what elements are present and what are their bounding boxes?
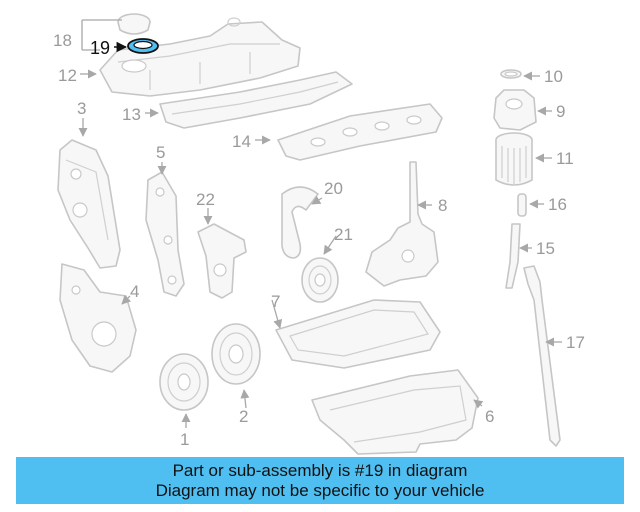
callout-22[interactable]: 22: [196, 190, 215, 209]
callout-17[interactable]: 17: [566, 333, 585, 352]
callout-10[interactable]: 10: [544, 67, 563, 86]
part-3-timing-cover[interactable]: [57, 139, 121, 269]
part-9-filter-housing[interactable]: [493, 89, 537, 131]
part-10-o-ring[interactable]: [500, 69, 522, 79]
leader-2: [240, 389, 250, 409]
part-7-oil-pan-gasket[interactable]: [275, 299, 441, 369]
part-8-oil-pump[interactable]: [365, 161, 439, 287]
callout-20[interactable]: 20: [324, 179, 343, 198]
part-14-manifold-gasket[interactable]: [277, 103, 443, 161]
callout-7[interactable]: 7: [271, 292, 280, 311]
banner-line-disclaimer: Diagram may not be specific to your vehi…: [155, 480, 485, 500]
callout-4[interactable]: 4: [130, 282, 139, 301]
callout-18[interactable]: 18: [53, 31, 72, 50]
callout-15[interactable]: 15: [536, 239, 555, 258]
callout-1[interactable]: 1: [180, 430, 189, 449]
callout-8[interactable]: 8: [438, 196, 447, 215]
part-2-crank-pulley[interactable]: [211, 323, 261, 385]
callout-9[interactable]: 9: [556, 102, 565, 121]
leader-20: [311, 195, 323, 205]
banner-line-part-note: Part or sub-assembly is #19 in diagram: [172, 460, 468, 480]
part-22-idler-assembly[interactable]: [197, 223, 247, 299]
callout-2[interactable]: 2: [239, 407, 248, 426]
part-12-valve-cover[interactable]: [99, 17, 301, 97]
part-16-dipstick-seal[interactable]: [517, 193, 527, 217]
part-13-valve-cover-gasket[interactable]: [159, 71, 353, 129]
callout-labels: 18 19 12 13 14 3 4 5 22 20 21 7 8 6 2 1 …: [53, 31, 585, 449]
callout-5[interactable]: 5: [156, 143, 165, 162]
leader-18: [81, 19, 122, 51]
callout-16[interactable]: 16: [548, 195, 567, 214]
leader-lines: [78, 19, 562, 428]
callout-6[interactable]: 6: [485, 407, 494, 426]
part-11-oil-filter[interactable]: [495, 132, 533, 186]
part-5-tensioner-bracket[interactable]: [145, 171, 185, 297]
callout-13[interactable]: 13: [122, 105, 141, 124]
callout-11[interactable]: 11: [556, 149, 574, 168]
part-21-tensioner-pulley[interactable]: [301, 257, 339, 303]
callout-14[interactable]: 14: [232, 132, 251, 151]
part-15-dipstick-tube[interactable]: [505, 223, 521, 289]
leader-21: [323, 235, 337, 255]
part-1-damper-pulley[interactable]: [159, 353, 209, 411]
callout-19-highlighted[interactable]: 19: [90, 38, 110, 58]
part-18-oil-filler-cap[interactable]: [117, 13, 151, 35]
leader-4: [121, 294, 132, 305]
callout-21[interactable]: 21: [334, 225, 353, 244]
callout-3[interactable]: 3: [77, 99, 86, 118]
callout-12[interactable]: 12: [58, 66, 77, 85]
part-4-timing-case[interactable]: [59, 263, 137, 373]
leader-7: [271, 299, 283, 329]
leader-6: [473, 399, 484, 409]
part-17-dipstick[interactable]: [523, 265, 561, 447]
part-6-oil-pan[interactable]: [311, 369, 479, 455]
info-banner: Part or sub-assembly is #19 in diagram D…: [16, 457, 624, 504]
part-19-filler-cap-gasket[interactable]: [127, 38, 159, 54]
part-20-timing-belt[interactable]: [281, 186, 319, 259]
